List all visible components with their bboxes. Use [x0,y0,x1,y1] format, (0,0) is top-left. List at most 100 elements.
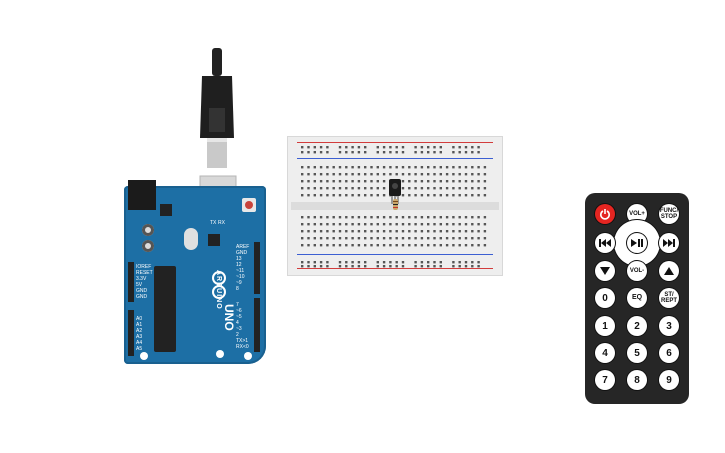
breadboard-hole[interactable] [326,216,329,219]
breadboard-hole[interactable] [364,265,367,268]
breadboard-hole[interactable] [452,187,455,190]
breadboard-hole[interactable] [364,223,367,226]
breadboard-hole[interactable] [345,237,348,240]
breadboard-hole[interactable] [376,237,379,240]
breadboard-hole[interactable] [364,261,367,264]
breadboard-hole[interactable] [332,223,335,226]
breadboard-hole[interactable] [382,194,386,197]
breadboard-hole[interactable] [357,223,361,226]
breadboard-hole[interactable] [332,230,335,233]
st-rept-button[interactable]: ST/ REPT [659,288,679,308]
breadboard-hole[interactable] [319,223,323,226]
breadboard-hole[interactable] [439,173,442,176]
breadboard-hole[interactable] [471,166,474,169]
breadboard-hole[interactable] [427,244,430,247]
breadboard-hole[interactable] [326,146,329,149]
breadboard-hole[interactable] [395,146,398,149]
digit-2-button[interactable]: 2 [627,316,647,336]
breadboard-hole[interactable] [301,244,304,247]
breadboard-hole[interactable] [471,265,474,268]
breadboard-hole[interactable] [414,187,417,190]
breadboard-hole[interactable] [483,230,487,233]
breadboard-hole[interactable] [445,187,449,190]
breadboard-hole[interactable] [477,230,480,233]
breadboard-hole[interactable] [301,216,304,219]
breadboard-hole[interactable] [452,166,455,169]
breadboard-hole[interactable] [326,173,329,176]
breadboard-hole[interactable] [477,187,480,190]
breadboard-hole[interactable] [351,237,354,240]
breadboard-hole[interactable] [370,173,373,176]
breadboard-hole[interactable] [445,180,449,183]
breadboard-hole[interactable] [445,237,449,240]
breadboard-hole[interactable] [332,237,335,240]
breadboard-hole[interactable] [420,230,424,233]
breadboard-hole[interactable] [307,194,310,197]
breadboard-hole[interactable] [427,180,430,183]
breadboard-hole[interactable] [313,265,316,268]
breadboard-hole[interactable] [332,180,335,183]
breadboard-hole[interactable] [408,230,411,233]
breadboard-hole[interactable] [301,166,304,169]
breadboard-hole[interactable] [313,223,316,226]
breadboard-hole[interactable] [420,244,424,247]
breadboard-hole[interactable] [445,216,449,219]
breadboard-hole[interactable] [452,237,455,240]
breadboard-hole[interactable] [301,180,304,183]
ir-receiver-icon[interactable] [388,179,402,211]
breadboard-hole[interactable] [483,173,487,176]
breadboard-hole[interactable] [420,173,424,176]
breadboard-hole[interactable] [351,230,354,233]
breadboard-hole[interactable] [477,244,480,247]
breadboard-hole[interactable] [364,166,367,169]
breadboard-hole[interactable] [420,265,424,268]
breadboard-hole[interactable] [357,187,361,190]
breadboard-hole[interactable] [471,146,474,149]
breadboard-hole[interactable] [319,230,323,233]
breadboard-hole[interactable] [439,223,442,226]
breadboard-hole[interactable] [364,230,367,233]
breadboard-hole[interactable] [477,180,480,183]
breadboard-hole[interactable] [439,194,442,197]
breadboard-hole[interactable] [439,146,442,149]
digit-4-button[interactable]: 4 [595,343,615,363]
breadboard-hole[interactable] [376,223,379,226]
breadboard-hole[interactable] [458,244,461,247]
breadboard-hole[interactable] [307,187,310,190]
breadboard-hole[interactable] [351,223,354,226]
breadboard-hole[interactable] [414,265,417,268]
breadboard-hole[interactable] [313,180,316,183]
breadboard-hole[interactable] [345,166,348,169]
breadboard-hole[interactable] [408,244,411,247]
breadboard-hole[interactable] [433,194,436,197]
breadboard-hole[interactable] [357,237,361,240]
breadboard-hole[interactable] [401,230,405,233]
breadboard-hole[interactable] [382,261,386,264]
breadboard-hole[interactable] [313,187,316,190]
breadboard-hole[interactable] [414,194,417,197]
breadboard-hole[interactable] [338,166,342,169]
breadboard-hole[interactable] [307,146,310,149]
breadboard-hole[interactable] [345,173,348,176]
breadboard-hole[interactable] [452,173,455,176]
breadboard-hole[interactable] [401,187,405,190]
breadboard-hole[interactable] [420,146,424,149]
breadboard-hole[interactable] [439,265,442,268]
breadboard-hole[interactable] [382,173,386,176]
breadboard-hole[interactable] [483,223,487,226]
breadboard-hole[interactable] [477,151,480,154]
breadboard-hole[interactable] [338,151,342,154]
breadboard-hole[interactable] [452,244,455,247]
breadboard-hole[interactable] [420,261,424,264]
breadboard-hole[interactable] [313,151,316,154]
digit-5-button[interactable]: 5 [627,343,647,363]
breadboard-hole[interactable] [395,223,398,226]
breadboard-hole[interactable] [364,194,367,197]
breadboard-hole[interactable] [427,187,430,190]
breadboard-hole[interactable] [326,261,329,264]
breadboard-hole[interactable] [395,261,398,264]
breadboard-hole[interactable] [319,237,323,240]
breadboard-hole[interactable] [420,194,424,197]
breadboard-hole[interactable] [471,237,474,240]
breadboard-hole[interactable] [477,216,480,219]
